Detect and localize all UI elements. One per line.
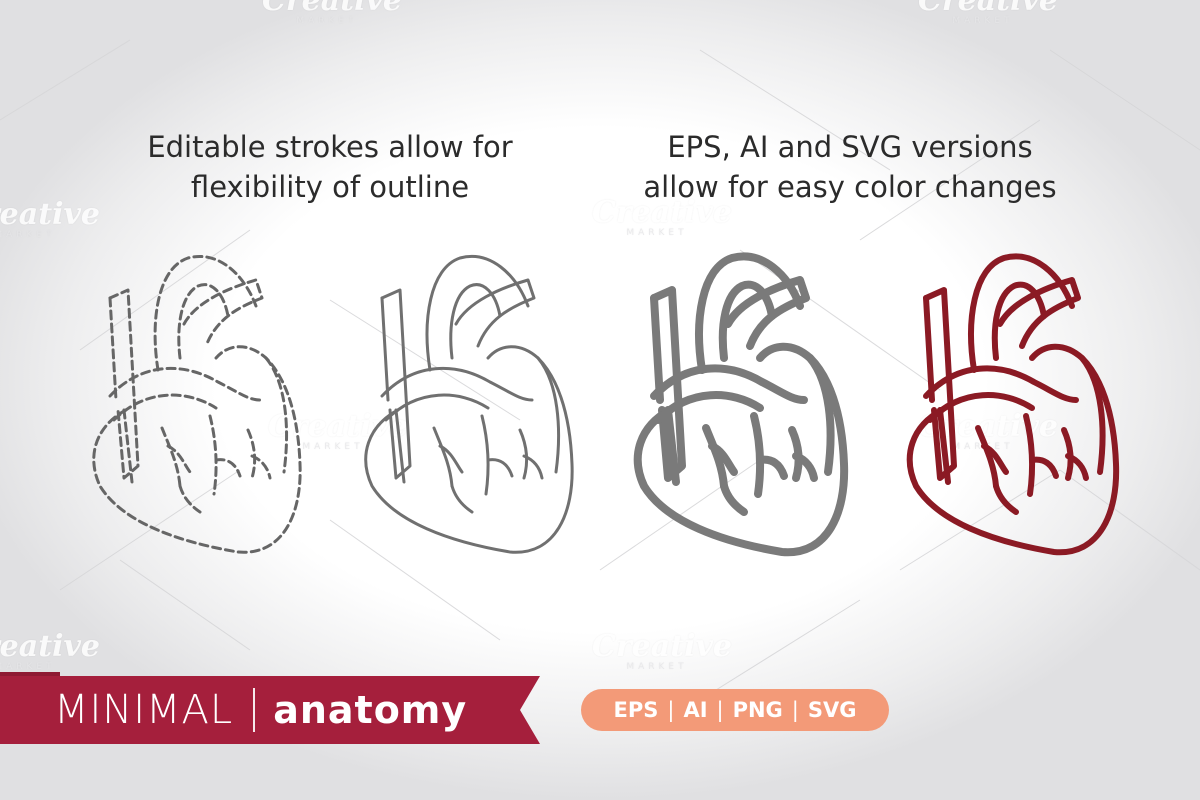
format-separator: | [791,698,799,722]
caption-editable-strokes: Editable strokes allow for flexibility o… [100,127,560,207]
caption-line: allow for easy color changes [643,170,1057,204]
heart-thin-gray [364,254,574,554]
title-anatomy: anatomy [273,688,468,732]
caption-line: Editable strokes allow for [147,130,513,164]
file-formats-badge: EPS | AI | PNG | SVG [581,689,889,731]
caption-file-formats: EPS, AI and SVG versions allow for easy … [600,127,1100,207]
format-separator: | [716,698,724,722]
heart-thick-gray [638,256,844,552]
title-minimal: MINIMAL [54,687,234,733]
format-ai: AI [683,698,708,722]
format-separator: | [667,698,675,722]
format-svg: SVG [807,698,857,722]
caption-line: EPS, AI and SVG versions [667,130,1033,164]
product-title: MINIMAL anatomy [54,679,467,741]
caption-line: flexibility of outline [190,170,470,204]
format-png: PNG [732,698,783,722]
format-eps: EPS [613,698,659,722]
heart-thick-maroon [910,256,1116,552]
title-divider [253,688,256,732]
heart-dashed [92,254,302,554]
title-banner [0,672,540,744]
